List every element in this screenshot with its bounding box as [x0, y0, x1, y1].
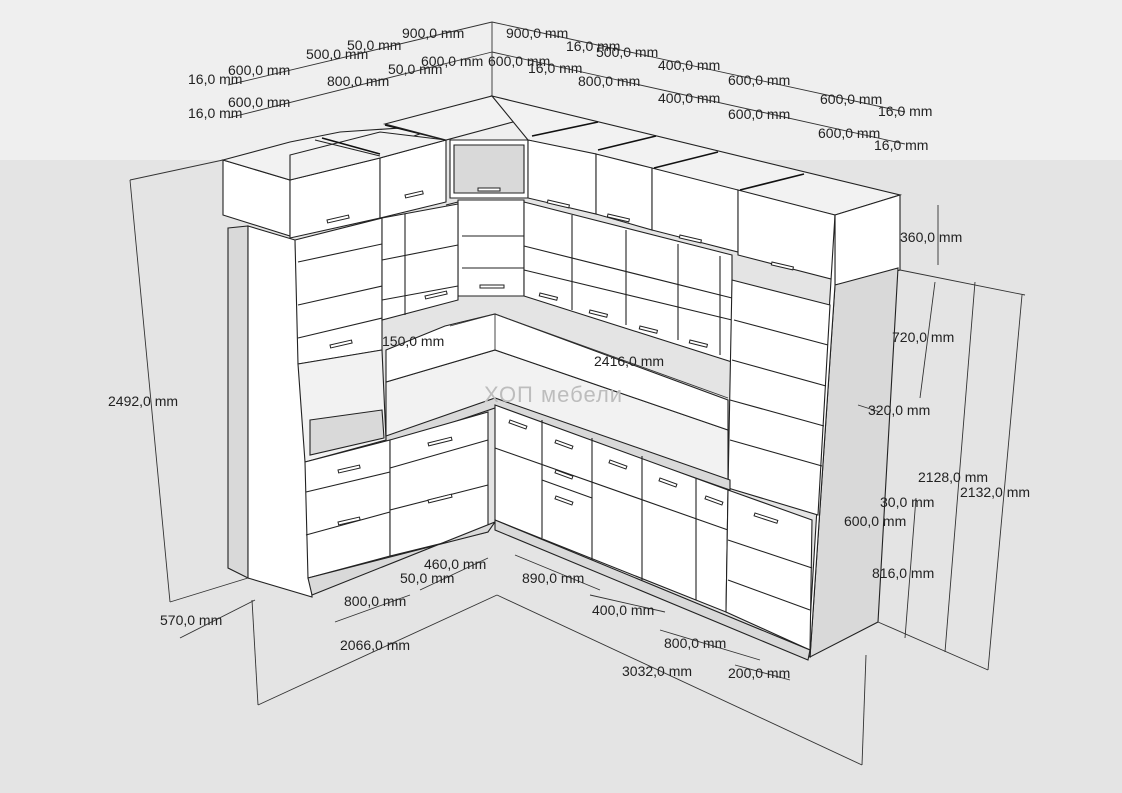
dim-2492: 2492,0 mm: [108, 393, 178, 409]
dim-890: 890,0 mm: [522, 570, 584, 586]
dim-16-d: 16,0 mm: [188, 105, 242, 121]
dim-400-c: 400,0 mm: [592, 602, 654, 618]
dim-320: 320,0 mm: [868, 402, 930, 418]
dim-900-right: 900,0 mm: [506, 25, 568, 41]
dim-720: 720,0 mm: [892, 329, 954, 345]
dim-2416: 2416,0 mm: [594, 353, 664, 369]
dim-2132: 2132,0 mm: [960, 484, 1030, 500]
dim-2066: 2066,0 mm: [340, 637, 410, 653]
right-upper-cabinets: [490, 95, 903, 281]
dim-16-c: 16,0 mm: [188, 71, 242, 87]
dim-600-i: 600,0 mm: [844, 513, 906, 529]
dim-600-b: 600,0 mm: [421, 53, 483, 69]
dim-50-a: 50,0 mm: [347, 37, 401, 53]
dim-600-d: 600,0 mm: [728, 72, 790, 88]
dim-900-left: 900,0 mm: [402, 25, 464, 41]
dim-816: 816,0 mm: [872, 565, 934, 581]
right-middle-cabinets: [523, 201, 831, 516]
dim-360: 360,0 mm: [900, 229, 962, 245]
dim-2128: 2128,0 mm: [918, 469, 988, 485]
dim-16-e: 16,0 mm: [878, 103, 932, 119]
lower-left-cabinets: [304, 411, 497, 596]
dim-800-a: 800,0 mm: [327, 73, 389, 89]
watermark-text: ХОП мебели: [484, 382, 623, 407]
dim-800-d: 800,0 mm: [664, 635, 726, 651]
left-middle-cabinets: [294, 203, 459, 365]
lower-right-cabinets: [494, 404, 813, 661]
dimension-lines: [129, 21, 1026, 766]
dim-16-f: 16,0 mm: [874, 137, 928, 153]
dim-600-e: 600,0 mm: [228, 94, 290, 110]
dim-500-b: 500,0 mm: [596, 44, 658, 60]
dim-16-a: 16,0 mm: [566, 38, 620, 54]
dim-600-h: 600,0 mm: [818, 125, 880, 141]
dimension-labels: 900,0 mm 900,0 mm 50,0 mm 500,0 mm 16,0 …: [108, 25, 1030, 681]
dim-30: 30,0 mm: [880, 494, 934, 510]
dim-400-a: 400,0 mm: [658, 57, 720, 73]
dim-150: 150,0 mm: [382, 333, 444, 349]
dim-460: 460,0 mm: [424, 556, 486, 572]
dim-3032: 3032,0 mm: [622, 663, 692, 679]
dim-800-b: 800,0 mm: [578, 73, 640, 89]
dim-600-c: 600,0 mm: [488, 53, 550, 69]
dim-570: 570,0 mm: [160, 612, 222, 628]
dim-200: 200,0 mm: [728, 665, 790, 681]
dim-600-f: 600,0 mm: [820, 91, 882, 107]
dim-800-c: 800,0 mm: [344, 593, 406, 609]
dim-50-b: 50,0 mm: [388, 61, 442, 77]
dim-400-b: 400,0 mm: [658, 90, 720, 106]
dim-500-a: 500,0 mm: [306, 46, 368, 62]
dim-600-a: 600,0 mm: [228, 62, 290, 78]
corner-upper-cabinet: [382, 95, 530, 297]
dim-50-c: 50,0 mm: [400, 570, 454, 586]
dim-600-g: 600,0 mm: [728, 106, 790, 122]
oven-niche: [297, 349, 387, 463]
dim-16-b: 16,0 mm: [528, 60, 582, 76]
